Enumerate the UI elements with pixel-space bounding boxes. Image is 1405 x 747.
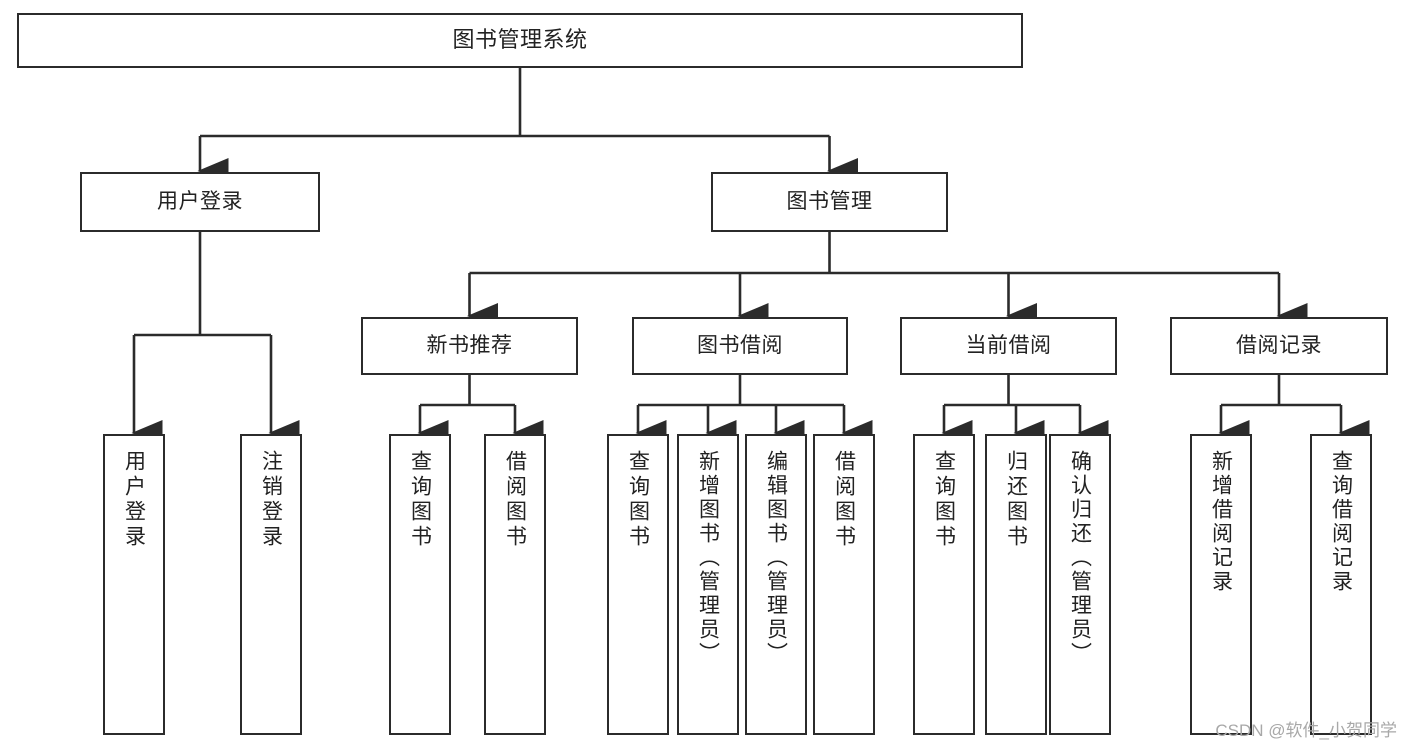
node-label: 用户登录 xyxy=(122,450,146,550)
node-l-ret[interactable]: 归还图书 xyxy=(985,434,1047,735)
node-login[interactable]: 用户登录 xyxy=(80,172,320,232)
node-label: 新增图书（管理员） xyxy=(696,450,720,666)
node-label: 当前借阅 xyxy=(965,334,1052,358)
node-l-logout[interactable]: 注销登录 xyxy=(240,434,302,735)
node-label: 查询图书 xyxy=(408,450,432,550)
node-label: 编辑图书（管理员） xyxy=(764,450,788,666)
node-label: 查询图书 xyxy=(932,450,956,550)
watermark-text: CSDN @软件_小贺同学 xyxy=(1215,721,1397,740)
node-l-q2[interactable]: 查询图书 xyxy=(607,434,669,735)
node-l-b2[interactable]: 借阅图书 xyxy=(813,434,875,735)
node-borrow[interactable]: 图书借阅 xyxy=(632,317,848,375)
node-label: 新书推荐 xyxy=(426,334,513,358)
node-l-b1[interactable]: 借阅图书 xyxy=(484,434,546,735)
node-records[interactable]: 借阅记录 xyxy=(1170,317,1388,375)
node-l-q3[interactable]: 查询图书 xyxy=(913,434,975,735)
node-label: 借阅图书 xyxy=(503,450,527,550)
node-bookmgr[interactable]: 图书管理 xyxy=(711,172,948,232)
node-label: 查询图书 xyxy=(626,450,650,550)
node-label: 注销登录 xyxy=(259,450,283,550)
node-label: 借阅记录 xyxy=(1236,334,1322,358)
node-l-addrec[interactable]: 新增借阅记录 xyxy=(1190,434,1252,735)
node-newbook[interactable]: 新书推荐 xyxy=(361,317,578,375)
node-l-edit[interactable]: 编辑图书（管理员） xyxy=(745,434,807,735)
node-l-qrec[interactable]: 查询借阅记录 xyxy=(1310,434,1372,735)
node-l-login[interactable]: 用户登录 xyxy=(103,434,165,735)
node-l-add[interactable]: 新增图书（管理员） xyxy=(677,434,739,735)
node-label: 归还图书 xyxy=(1004,450,1028,550)
node-root[interactable]: 图书管理系统 xyxy=(17,13,1023,68)
node-l-conf[interactable]: 确认归还（管理员） xyxy=(1049,434,1111,735)
node-label: 图书管理 xyxy=(786,190,873,214)
node-l-q1[interactable]: 查询图书 xyxy=(389,434,451,735)
node-label: 用户登录 xyxy=(157,190,243,214)
node-label: 图书借阅 xyxy=(697,334,783,358)
node-label: 借阅图书 xyxy=(832,450,856,550)
node-current[interactable]: 当前借阅 xyxy=(900,317,1117,375)
node-label: 图书管理系统 xyxy=(452,27,588,53)
node-label: 新增借阅记录 xyxy=(1209,450,1233,594)
node-label: 查询借阅记录 xyxy=(1329,450,1353,594)
node-label: 确认归还（管理员） xyxy=(1068,450,1092,666)
